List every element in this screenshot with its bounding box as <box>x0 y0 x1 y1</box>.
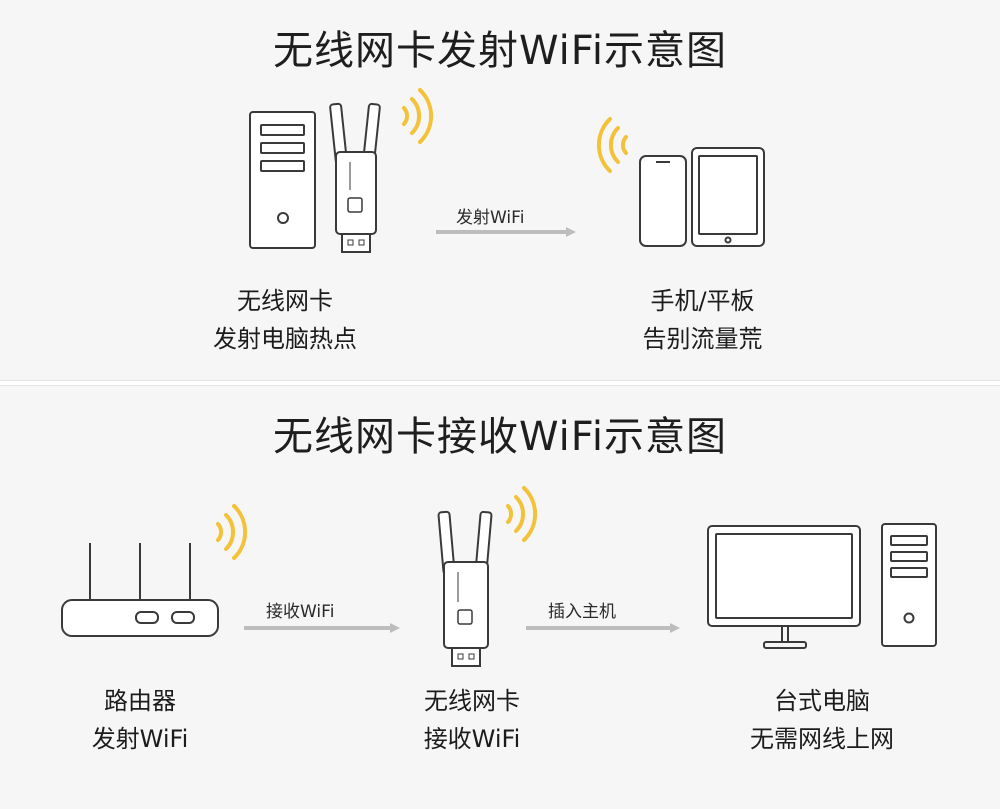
pc-caption-line2: 无需网线上网 <box>750 725 894 753</box>
pc-caption-line1: 台式电脑 <box>774 687 870 715</box>
bottom-arrow-2-label: 插入主机 <box>548 602 616 622</box>
smartphone-icon <box>639 155 687 247</box>
devices-caption: 手机/平板 告别流量荒 <box>620 282 785 358</box>
pc-tower-icon <box>249 111 316 249</box>
router-icon <box>61 543 219 637</box>
bottom-title: 无线网卡接收WiFi示意图 <box>273 414 727 460</box>
section-divider <box>0 380 1000 386</box>
top-title: 无线网卡发射WiFi示意图 <box>273 28 727 74</box>
bottom-arrow-1-label: 接收WiFi <box>266 602 335 622</box>
devices-caption-line2: 告别流量荒 <box>642 325 763 353</box>
bottom-adapter-caption-line2: 接收WiFi <box>423 725 521 753</box>
wifi-signal-icon <box>402 88 434 144</box>
router-caption: 路由器 发射WiFi <box>60 682 220 758</box>
usb-wifi-adapter-icon <box>329 102 381 253</box>
tablet-icon <box>691 147 765 247</box>
adapter-caption-line2: 发射电脑热点 <box>213 325 357 353</box>
usb-wifi-adapter-icon <box>437 510 493 667</box>
devices-caption-line1: 手机/平板 <box>650 287 755 315</box>
router-caption-line2: 发射WiFi <box>91 725 189 753</box>
bottom-adapter-caption-line1: 无线网卡 <box>424 687 520 715</box>
wifi-signal-icon <box>216 504 248 560</box>
wifi-signal-icon <box>596 117 628 173</box>
bottom-adapter-caption: 无线网卡 接收WiFi <box>392 682 552 758</box>
pc-caption: 台式电脑 无需网线上网 <box>722 682 922 758</box>
top-arrow-label: 发射WiFi <box>456 208 525 228</box>
wifi-signal-icon <box>506 486 538 542</box>
router-caption-line1: 路由器 <box>104 687 176 715</box>
adapter-caption-line1: 无线网卡 <box>237 287 333 315</box>
adapter-caption: 无线网卡 发射电脑热点 <box>205 282 365 358</box>
pc-tower-icon <box>881 523 937 647</box>
monitor-icon <box>707 525 861 649</box>
